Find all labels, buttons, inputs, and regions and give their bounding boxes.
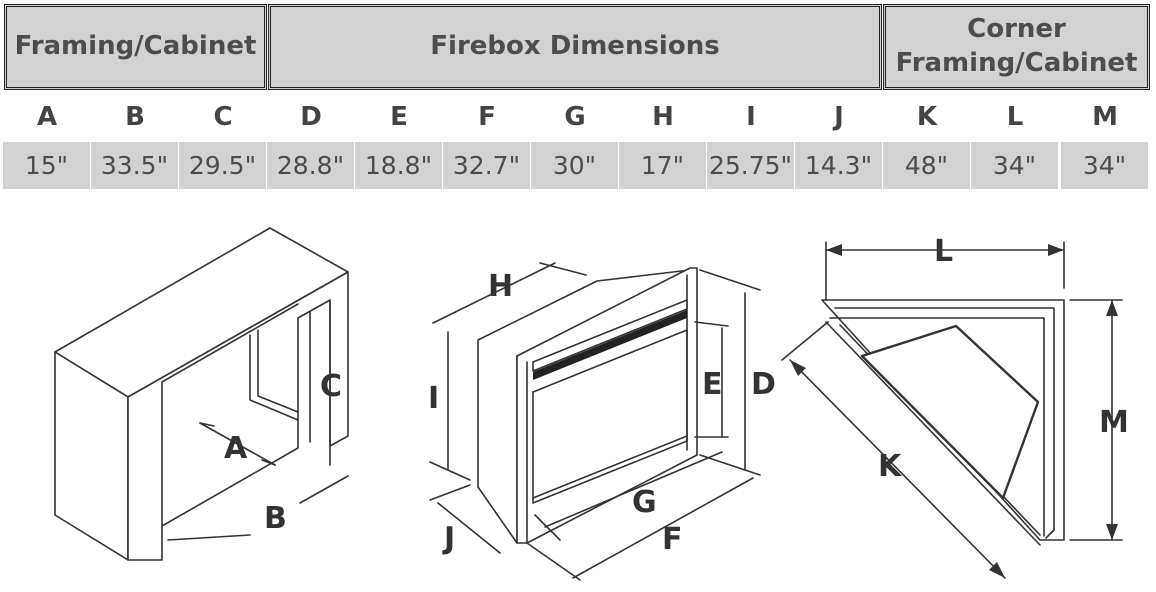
dim-b-label: B <box>264 501 287 536</box>
dim-m-arrow-top <box>1106 300 1118 316</box>
firebox-opening <box>532 329 688 504</box>
dim-a-line <box>199 422 276 466</box>
column-value: 29.5" <box>179 142 266 189</box>
dim-g-label: G <box>632 485 657 520</box>
column-value: 48" <box>883 142 970 189</box>
column-letter: J <box>834 102 844 132</box>
dim-i-ext <box>429 461 471 481</box>
dim-j-line <box>437 502 501 554</box>
drawings-svg: A B C H <box>54 227 1129 581</box>
group-framing-cabinet: Framing/Cabinet <box>4 4 267 90</box>
column-letter: M <box>1092 102 1118 132</box>
group-firebox-dimensions: Firebox Dimensions <box>268 4 882 90</box>
dimension-drawings: A B C H <box>0 190 1156 592</box>
dim-k-label: K <box>878 449 903 484</box>
column-value: 18.8" <box>355 142 442 189</box>
cabinet-front-face <box>127 271 349 561</box>
framing-cabinet-drawing: A B C <box>54 227 349 561</box>
column-letter: F <box>478 102 496 132</box>
column-letter: L <box>1006 102 1024 132</box>
column-value: 32.7" <box>443 142 530 189</box>
dim-k-ext <box>781 321 829 361</box>
column-letter: E <box>390 102 408 132</box>
dim-a-label: A <box>224 431 248 466</box>
letter-header-row: A B C D E F G H I J K L M <box>0 92 1156 142</box>
column-letter: D <box>300 102 322 132</box>
column-letter: K <box>916 102 938 132</box>
dim-a-arrow <box>261 459 276 466</box>
dim-k-arrow-bottom <box>989 562 1005 578</box>
column-value: 17" <box>619 142 706 189</box>
dim-i-label: I <box>428 381 439 416</box>
dim-d-ext-bottom <box>699 454 761 476</box>
column-letter: H <box>652 102 674 132</box>
firebox-front-frame <box>516 267 698 544</box>
dim-g-line <box>544 451 723 528</box>
corner-inner-outline <box>834 307 1055 539</box>
column-value: 34" <box>1061 142 1148 189</box>
column-letter: I <box>746 102 756 132</box>
dim-f-label: F <box>662 522 683 557</box>
column-value: 15" <box>3 142 90 189</box>
dim-j-ext <box>429 484 471 501</box>
corner-firebox <box>860 324 1040 500</box>
corner-front-edge <box>825 321 1041 546</box>
column-value: 28.8" <box>267 142 354 189</box>
column-value: 33.5" <box>91 142 178 189</box>
value-row: 15" 33.5" 29.5" 28.8" 18.8" 32.7" 30" 17… <box>0 142 1156 189</box>
group-corner-label-line1: Corner <box>967 14 1066 45</box>
column-value: 14.3" <box>795 142 882 189</box>
cabinet-inner-wall <box>249 334 299 421</box>
corner-framing-drawing: L M K <box>781 234 1129 579</box>
firebox-drawing: H I J E D G F <box>428 262 776 581</box>
dim-k-arrow-top <box>790 360 806 376</box>
dim-k-line <box>789 359 1006 579</box>
column-value: 30" <box>531 142 618 189</box>
column-value: 34" <box>971 142 1058 189</box>
dim-f-ext <box>526 542 581 581</box>
corner-inner-outline-2 <box>829 317 1045 537</box>
cabinet-opening-edge <box>161 303 299 527</box>
dim-f-line <box>572 477 754 579</box>
column-letter: C <box>213 102 233 132</box>
column-letter: B <box>125 102 145 132</box>
dim-m-label: M <box>1099 405 1129 440</box>
firebox-louver <box>532 299 688 372</box>
cabinet-inner-trim <box>257 329 299 413</box>
dim-e-label: E <box>702 367 723 402</box>
dim-h-label: H <box>488 269 513 304</box>
dim-b-line-2 <box>299 475 349 504</box>
firebox-glass-top <box>532 329 688 393</box>
group-corner-framing-cabinet: Corner Framing/Cabinet <box>883 4 1150 90</box>
dim-l-arrow-right <box>1048 244 1064 256</box>
column-letter: A <box>36 102 58 132</box>
dim-j-label: J <box>442 521 455 556</box>
group-corner-label-line2: Framing/Cabinet <box>895 48 1138 78</box>
group-framing-cabinet-label: Framing/Cabinet <box>14 31 257 62</box>
dim-e-ext-top <box>694 321 729 327</box>
dim-l-label: L <box>934 234 953 269</box>
dim-m-arrow-bottom <box>1106 524 1118 540</box>
dim-h-ext <box>539 262 587 276</box>
dim-c-label: C <box>320 369 342 404</box>
column-letter: G <box>564 102 586 132</box>
column-value: 25.75" <box>707 142 794 189</box>
firebox-louver-shadow <box>533 310 687 380</box>
dim-h-line <box>432 262 556 324</box>
dim-b-line <box>167 534 251 541</box>
dim-a-arrow <box>199 422 215 427</box>
firebox-hearth <box>532 435 688 499</box>
dim-d-label: D <box>751 367 776 402</box>
group-firebox-dimensions-label: Firebox Dimensions <box>430 31 720 62</box>
dim-l-arrow-left <box>826 244 842 256</box>
dim-d-ext-top <box>699 269 761 291</box>
group-header-row: Framing/Cabinet Firebox Dimensions Corne… <box>0 0 1156 92</box>
dim-g-ext <box>534 514 561 541</box>
